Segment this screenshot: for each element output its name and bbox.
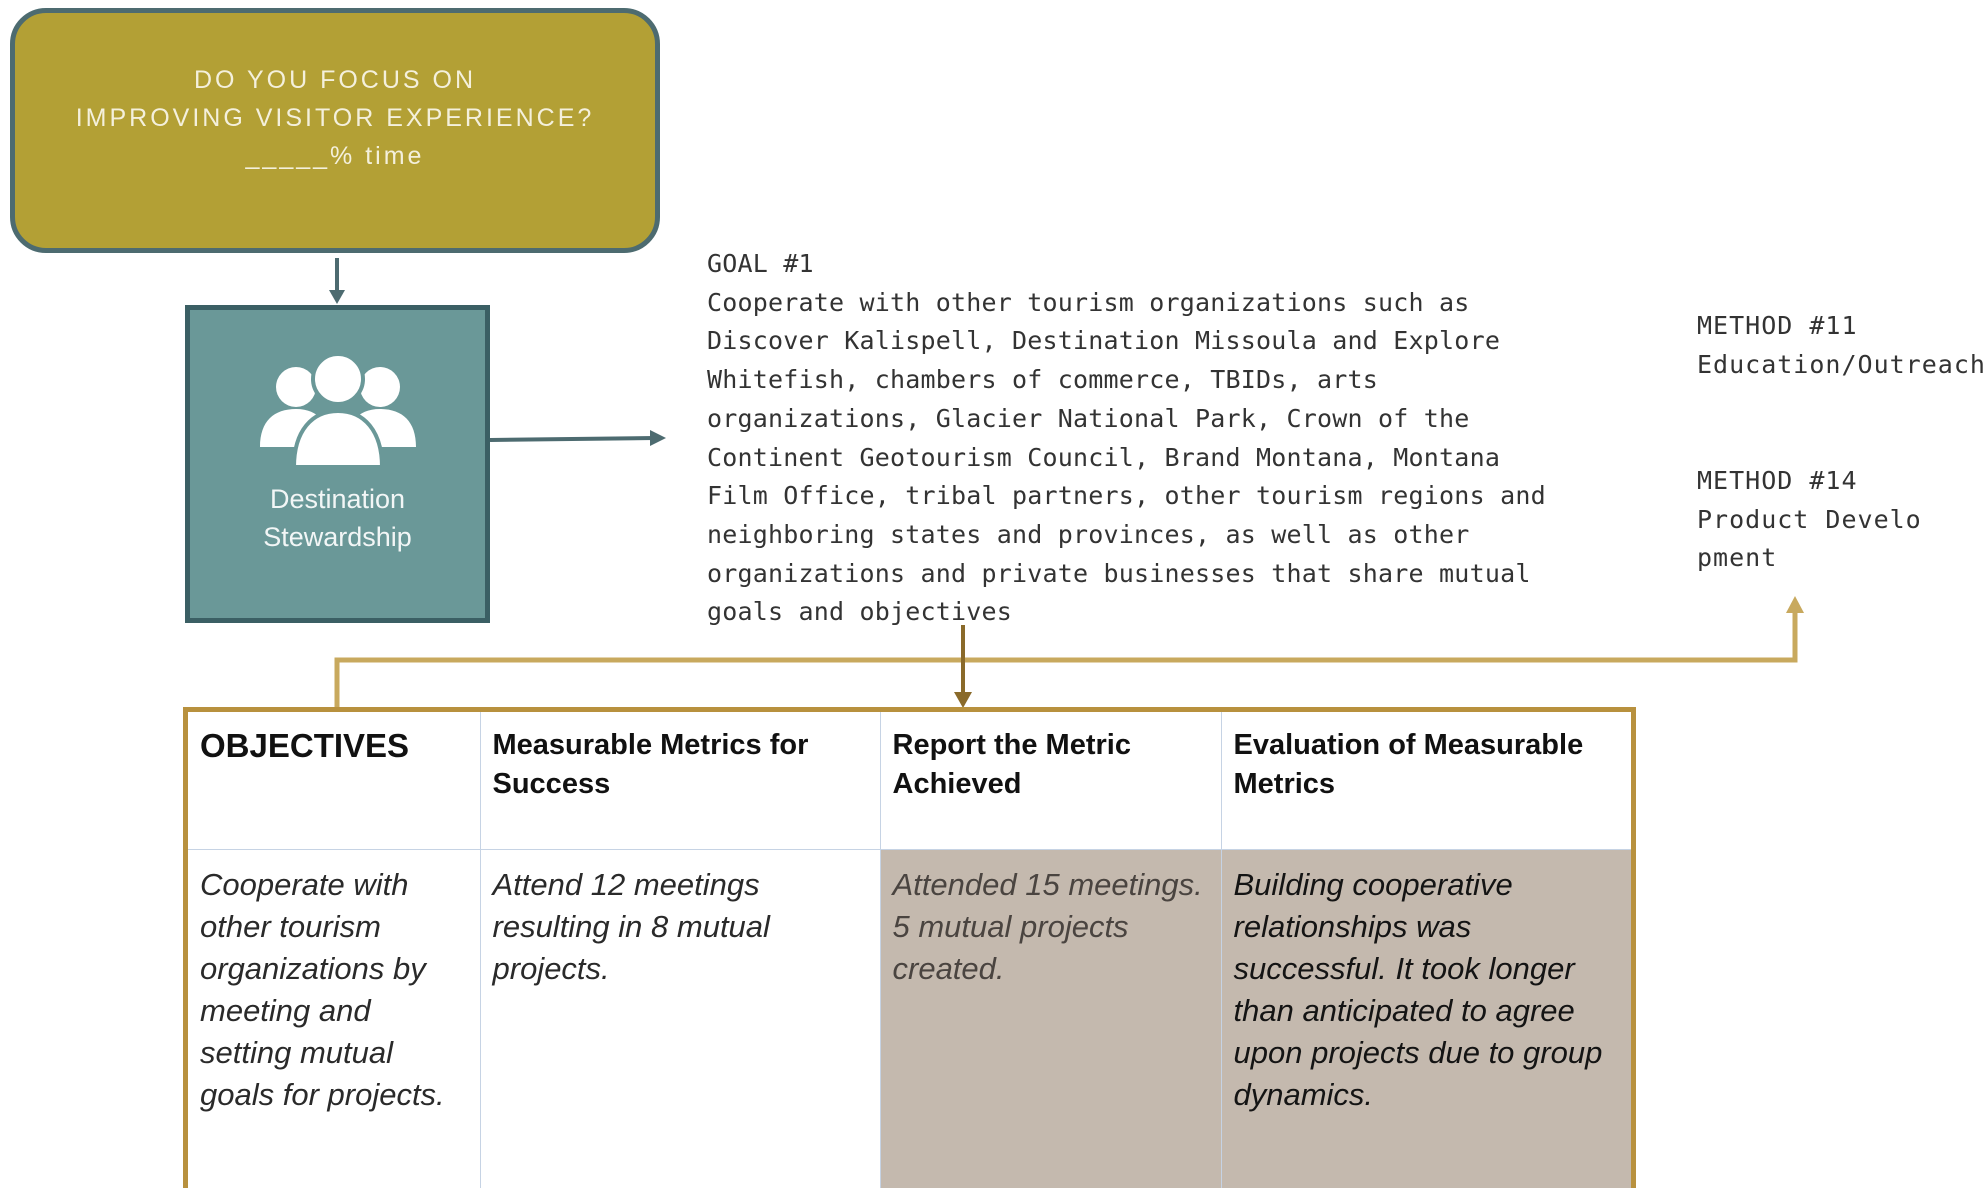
header-measurable-metrics: Measurable Metrics for Success	[480, 712, 881, 850]
header-report-metric: Report the Metric Achieved	[880, 712, 1222, 850]
objectives-table: OBJECTIVES Measurable Metrics for Succes…	[188, 712, 1631, 1188]
table-row: Cooperate with other tourism organizatio…	[188, 849, 1631, 1188]
cell-evaluation: Building cooperative relationships was s…	[1221, 849, 1631, 1188]
cell-metric-achieved: Attended 15 meetings. 5 mutual projects …	[880, 849, 1222, 1188]
stewardship-label: Destination Stewardship	[263, 484, 412, 552]
destination-stewardship-box: Destination Stewardship	[185, 305, 490, 623]
goal-title: GOAL #1	[707, 249, 814, 278]
objectives-table-frame: OBJECTIVES Measurable Metrics for Succes…	[183, 707, 1636, 1188]
arrow-table-to-methods	[334, 596, 1804, 707]
focus-question-line2: IMPROVING VISITOR EXPERIENCE?	[75, 103, 595, 132]
method-text: Product Development	[1697, 504, 1922, 573]
header-evaluation: Evaluation of Measurable Metrics	[1221, 712, 1631, 850]
cell-metric-target: Attend 12 meetings resulting in 8 mutual…	[480, 849, 881, 1188]
goal-description: Cooperate with other tourism organizatio…	[707, 287, 1546, 627]
focus-question-line1: DO YOU FOCUS ON	[193, 65, 477, 94]
method-label: METHOD #11	[1697, 311, 1858, 340]
method-label: METHOD #14	[1697, 466, 1858, 495]
header-objectives: OBJECTIVES	[188, 712, 481, 850]
table-header-row: OBJECTIVES Measurable Metrics for Succes…	[188, 712, 1631, 850]
arrow-stewardship-to-goal	[489, 430, 666, 446]
focus-question-box: DO YOU FOCUS ON IMPROVING VISITOR EXPERI…	[10, 8, 660, 253]
arrow-goal-to-table	[954, 625, 972, 708]
goal-block: GOAL #1 Cooperate with other tourism org…	[707, 245, 1567, 632]
method-text: Education/Outreach	[1697, 349, 1986, 379]
cell-objective: Cooperate with other tourism organizatio…	[188, 849, 481, 1188]
method-14: METHOD #14 Product Development	[1697, 462, 1987, 578]
people-group-icon	[260, 355, 416, 469]
method-11: METHOD #11 Education/Outreach	[1697, 307, 1987, 384]
focus-time-blank: _____% time	[245, 141, 425, 170]
arrow-focus-to-stewardship	[329, 258, 345, 304]
